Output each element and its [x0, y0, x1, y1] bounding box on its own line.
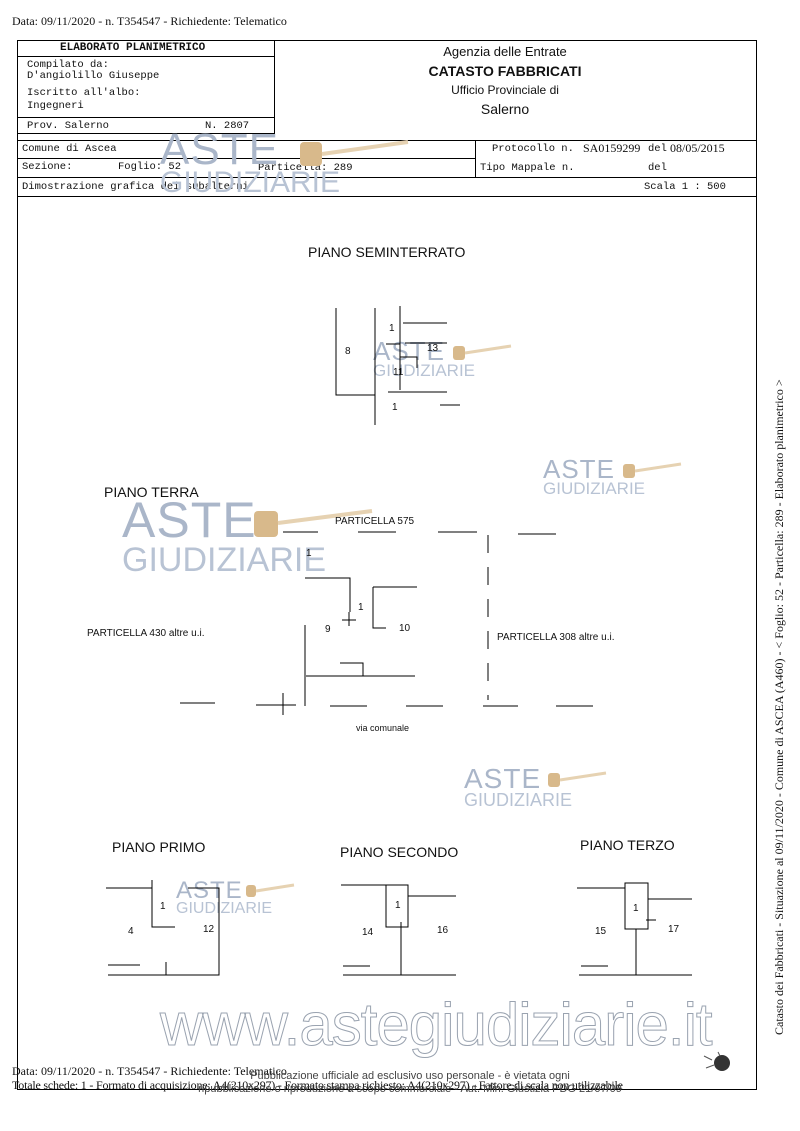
gavel-icon [548, 771, 607, 787]
plan-label: 1 [358, 602, 364, 613]
watermark-aste: ASTE [373, 336, 445, 366]
plan-label: 1 [395, 900, 401, 911]
plan-label: 13 [427, 343, 439, 354]
plan-label: 9 [325, 624, 331, 635]
watermark-giudiziarie: GIUDIZIARIE [176, 900, 273, 917]
plan-label: 1 [306, 548, 312, 559]
watermark-logo: ASTE GIUDIZIARIE [373, 336, 512, 380]
watermark-aste: ASTE [543, 454, 615, 484]
compilato-label: Compilato da: [27, 59, 109, 71]
plan-label: 10 [399, 623, 411, 634]
particella-430: PARTICELLA 430 altre u.i. [87, 628, 205, 639]
gavel-icon [246, 883, 295, 897]
divider [17, 56, 275, 57]
dimostrazione: Dimostrazione grafica dei subalterni [22, 181, 249, 193]
watermark-logo: ASTE GIUDIZIARIE [543, 454, 682, 498]
document-frame [17, 40, 757, 1090]
foglio: Foglio: 52 [118, 161, 182, 173]
row-line [17, 196, 757, 197]
catasto-title: CATASTO FABBRICATI [428, 63, 582, 79]
plan-label: 17 [668, 924, 680, 935]
divider [475, 140, 476, 177]
plan-label: 1 [392, 402, 398, 413]
particella-308: PARTICELLA 308 altre u.i. [497, 632, 615, 643]
gavel-icon [623, 462, 682, 478]
tipo-del: del [648, 162, 667, 174]
seal-icon [703, 1051, 730, 1071]
compilato-name: D'angiolillo Giuseppe [27, 70, 160, 82]
plan-label: 1 [160, 901, 166, 912]
prov: Prov. Salerno [27, 120, 109, 132]
document-header: Data: 09/11/2020 - n. T354547 - Richiede… [12, 14, 287, 28]
notice-line: ripubblicazione o riproduzione a scopo c… [198, 1083, 622, 1095]
tipo-mappale: Tipo Mappale n. [480, 162, 575, 174]
plan-label: 16 [437, 925, 449, 936]
watermark-logo: ASTE GIUDIZIARIE [176, 877, 295, 917]
particella-575: PARTICELLA 575 [335, 516, 415, 527]
plan-label: 11 [393, 367, 404, 378]
plan-label: 14 [362, 927, 374, 938]
row-line [17, 140, 757, 141]
row-line [17, 177, 757, 178]
ufficio-city: Salerno [480, 101, 530, 117]
gavel-icon [254, 509, 373, 537]
ufficio: Ufficio Provinciale di [451, 83, 559, 97]
watermark-giudiziarie: GIUDIZIARIE [122, 541, 327, 579]
scala: Scala 1 : 500 [644, 181, 726, 193]
watermark-logo: ASTE GIUDIZIARIE [122, 492, 373, 579]
iscritto-label: Iscritto all'albo: [27, 87, 141, 99]
plan-title-seminterrato: PIANO SEMINTERRATO [308, 244, 466, 260]
comune: Comune di Ascea [22, 143, 117, 155]
watermark-giudiziarie: GIUDIZIARIE [373, 361, 476, 380]
agency-name: Agenzia delle Entrate [443, 44, 567, 59]
plan-label: 4 [128, 926, 134, 937]
protocollo-del: del [648, 143, 667, 155]
divider [17, 158, 475, 159]
watermark-aste: ASTE [176, 877, 243, 904]
side-caption: Catasto dei Fabbricati - Situazione al 0… [772, 379, 786, 1035]
plan-title-primo: PIANO PRIMO [112, 839, 206, 855]
notice-line: Pubblicazione ufficiale ad esclusivo uso… [250, 1070, 570, 1082]
gavel-icon [300, 140, 409, 166]
watermark-notice: Pubblicazione ufficiale ad esclusivo uso… [150, 1070, 670, 1096]
elaborato-box [17, 40, 275, 134]
sezione-label: Sezione: [22, 161, 73, 173]
divider [17, 117, 275, 118]
watermark-logo: ASTE GIUDIZIARIE [464, 763, 607, 810]
plan-label: 12 [203, 924, 215, 935]
site-watermark: www.astegiudiziarie.it [160, 991, 714, 1059]
watermark-aste: ASTE [160, 125, 279, 174]
particella: Particella: 289 [258, 162, 353, 174]
footer-line1: Data: 09/11/2020 - n. T354547 - Richiede… [12, 1064, 287, 1078]
iscritto-value: Ingegneri [27, 100, 84, 112]
numero-albo: N. 2807 [205, 120, 250, 132]
watermark-giudiziarie: GIUDIZIARIE [160, 166, 341, 199]
footer-line2: Totale schede: 1 - Formato di acquisizio… [12, 1078, 623, 1092]
watermark-aste: ASTE [464, 763, 542, 794]
plan-title-secondo: PIANO SECONDO [340, 844, 459, 860]
plan-label: 15 [595, 926, 607, 937]
plan-title-terra: PIANO TERRA [104, 484, 199, 500]
elaborato-title: ELABORATO PLANIMETRICO [60, 42, 206, 54]
protocollo-label: Protocollo n. [492, 143, 574, 155]
watermark-aste: ASTE [122, 492, 257, 548]
watermark-giudiziarie: GIUDIZIARIE [543, 479, 646, 498]
plan-label: 1 [633, 903, 639, 914]
via-comunale: via comunale [356, 723, 410, 733]
protocollo-date: 08/05/2015 [670, 141, 725, 155]
protocollo-value: SA0159299 [583, 141, 641, 155]
watermark-logo: ASTE GIUDIZIARIE [160, 125, 409, 199]
watermark-giudiziarie: GIUDIZIARIE [464, 790, 573, 810]
plan-label: 8 [345, 346, 351, 357]
plan-title-terzo: PIANO TERZO [580, 837, 675, 853]
gavel-icon [453, 344, 512, 360]
plan-label: 1 [389, 323, 395, 334]
